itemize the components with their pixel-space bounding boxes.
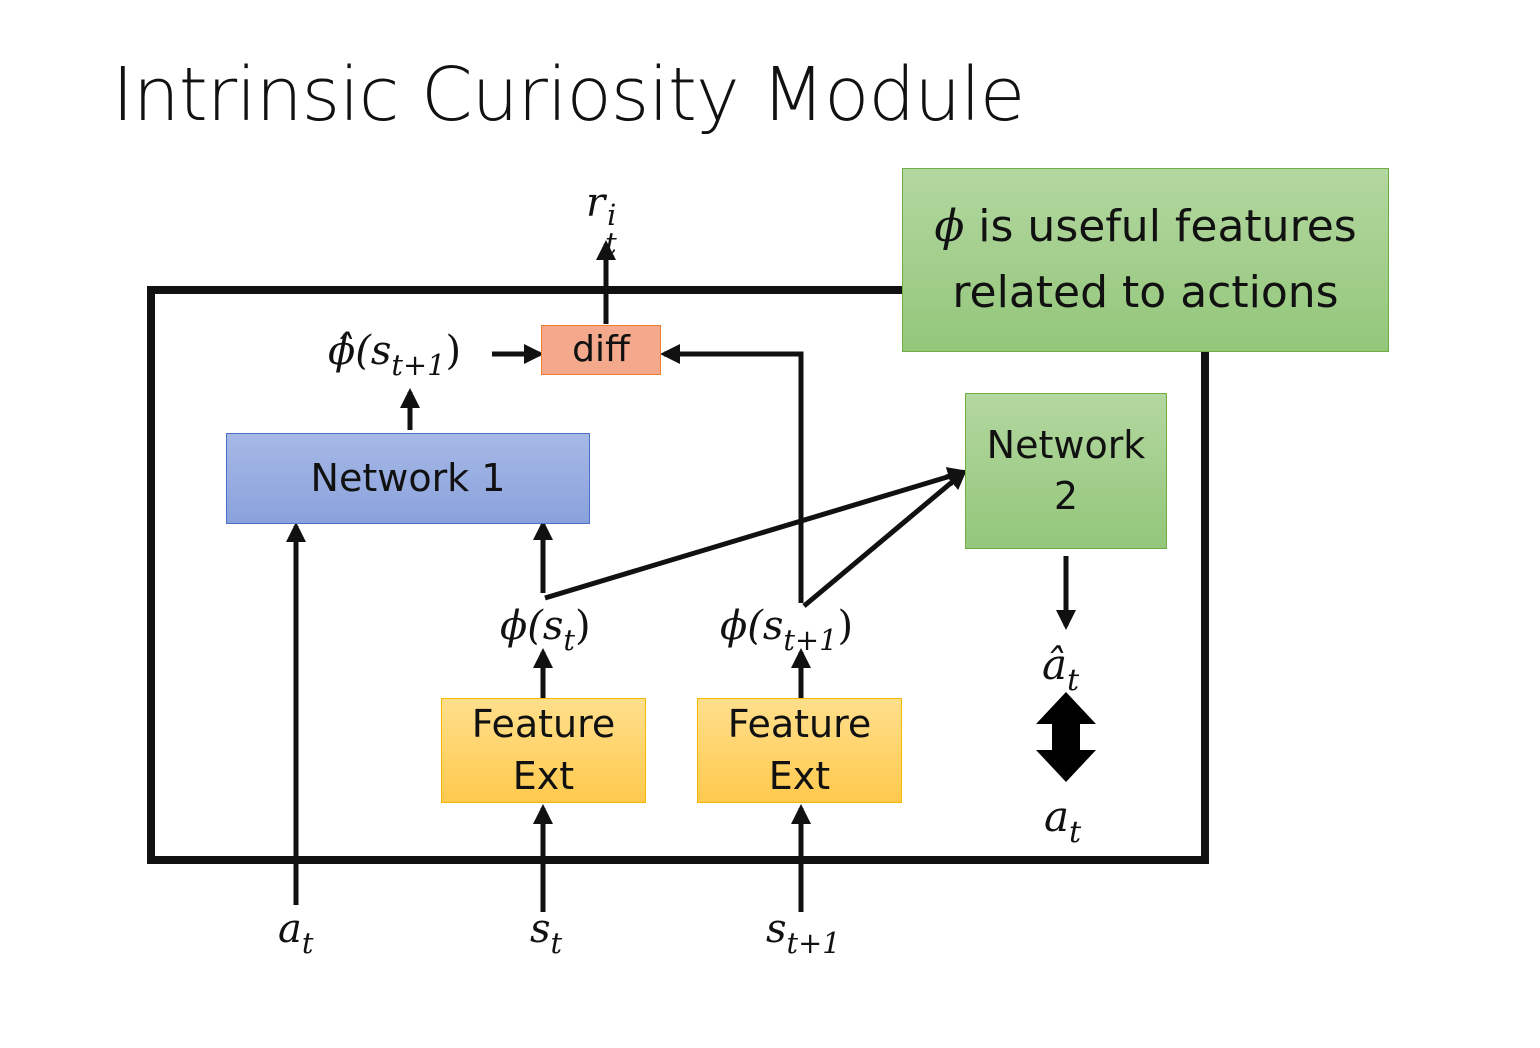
diff-box: diff <box>541 325 661 375</box>
phi-st1-label: ϕ(st+1) <box>720 603 854 657</box>
arrow-phi-st1-to-network2 <box>802 469 968 608</box>
callout-line-1: ϕ is useful features <box>934 194 1356 260</box>
input-state-label: st <box>530 906 563 960</box>
phi-callout-box: ϕ is useful features related to actions <box>902 168 1389 352</box>
feature-ext-2-line1: Feature <box>727 702 872 747</box>
phi-symbol: ϕ <box>934 201 965 252</box>
feature-ext-box-1: Feature Ext <box>441 698 646 803</box>
predicted-action-label: ât <box>1042 640 1080 699</box>
arrow-phi-st-to-network2 <box>544 467 968 601</box>
input-action-label: at <box>278 906 314 960</box>
input-next-state-label: st+1 <box>766 906 841 960</box>
network-1-box: Network 1 <box>226 433 590 524</box>
predicted-phi-label: ϕ̂(st+1) <box>328 328 462 382</box>
feature-ext-2-line2: Ext <box>768 753 831 798</box>
diff-label: diff <box>572 328 630 370</box>
callout-line-2: related to actions <box>952 267 1339 318</box>
callout-line-1-text: is useful features <box>964 201 1357 252</box>
feature-ext-1-line1: Feature <box>471 702 616 747</box>
phi-st-label: ϕ(st) <box>500 603 591 657</box>
true-action-label: at <box>1044 792 1082 851</box>
network-2-box: Network 2 <box>965 393 1167 549</box>
network-1-label: Network 1 <box>310 455 506 500</box>
network-2-label-line2: 2 <box>1053 474 1079 518</box>
feature-ext-box-2: Feature Ext <box>697 698 902 803</box>
arrow-phi-st1-to-diff <box>660 344 804 603</box>
feature-ext-1-line2: Ext <box>512 753 575 798</box>
double-arrow-icon <box>1036 692 1096 782</box>
slide-title: Intrinsic Curiosity Module <box>112 52 1025 138</box>
module-frame <box>147 286 1209 864</box>
network-2-label-line1: Network <box>986 422 1146 467</box>
